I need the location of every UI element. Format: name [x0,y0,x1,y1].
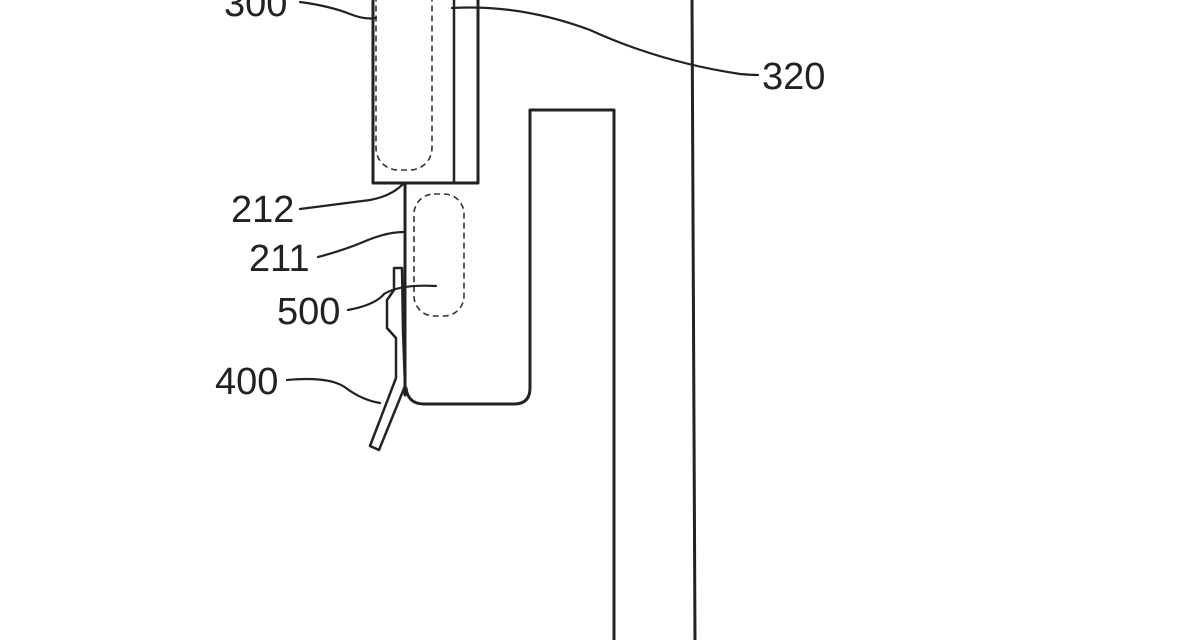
label-500: 500 [277,291,340,333]
leader-400 [287,379,380,403]
label-320: 320 [762,56,825,98]
leader-212 [300,183,404,209]
label-400: 400 [215,361,278,403]
component-500-hidden-outline [414,194,464,316]
leader-211 [318,232,404,257]
component-300-outline [373,0,478,183]
leader-320 [452,7,758,75]
component-320-hidden-outline [376,0,432,170]
component-400-lever [370,268,405,450]
leader-500 [348,286,436,310]
leader-lines [287,2,758,403]
housing [406,0,695,640]
component-300 [373,0,478,183]
label-211: 211 [249,238,310,280]
leader-300 [300,2,376,19]
housing-right-edge [692,0,695,640]
label-212: 212 [231,189,294,231]
reference-labels: 300 320 212 211 500 400 [215,0,825,403]
housing-inner-channel [406,110,614,640]
label-300: 300 [224,0,287,25]
